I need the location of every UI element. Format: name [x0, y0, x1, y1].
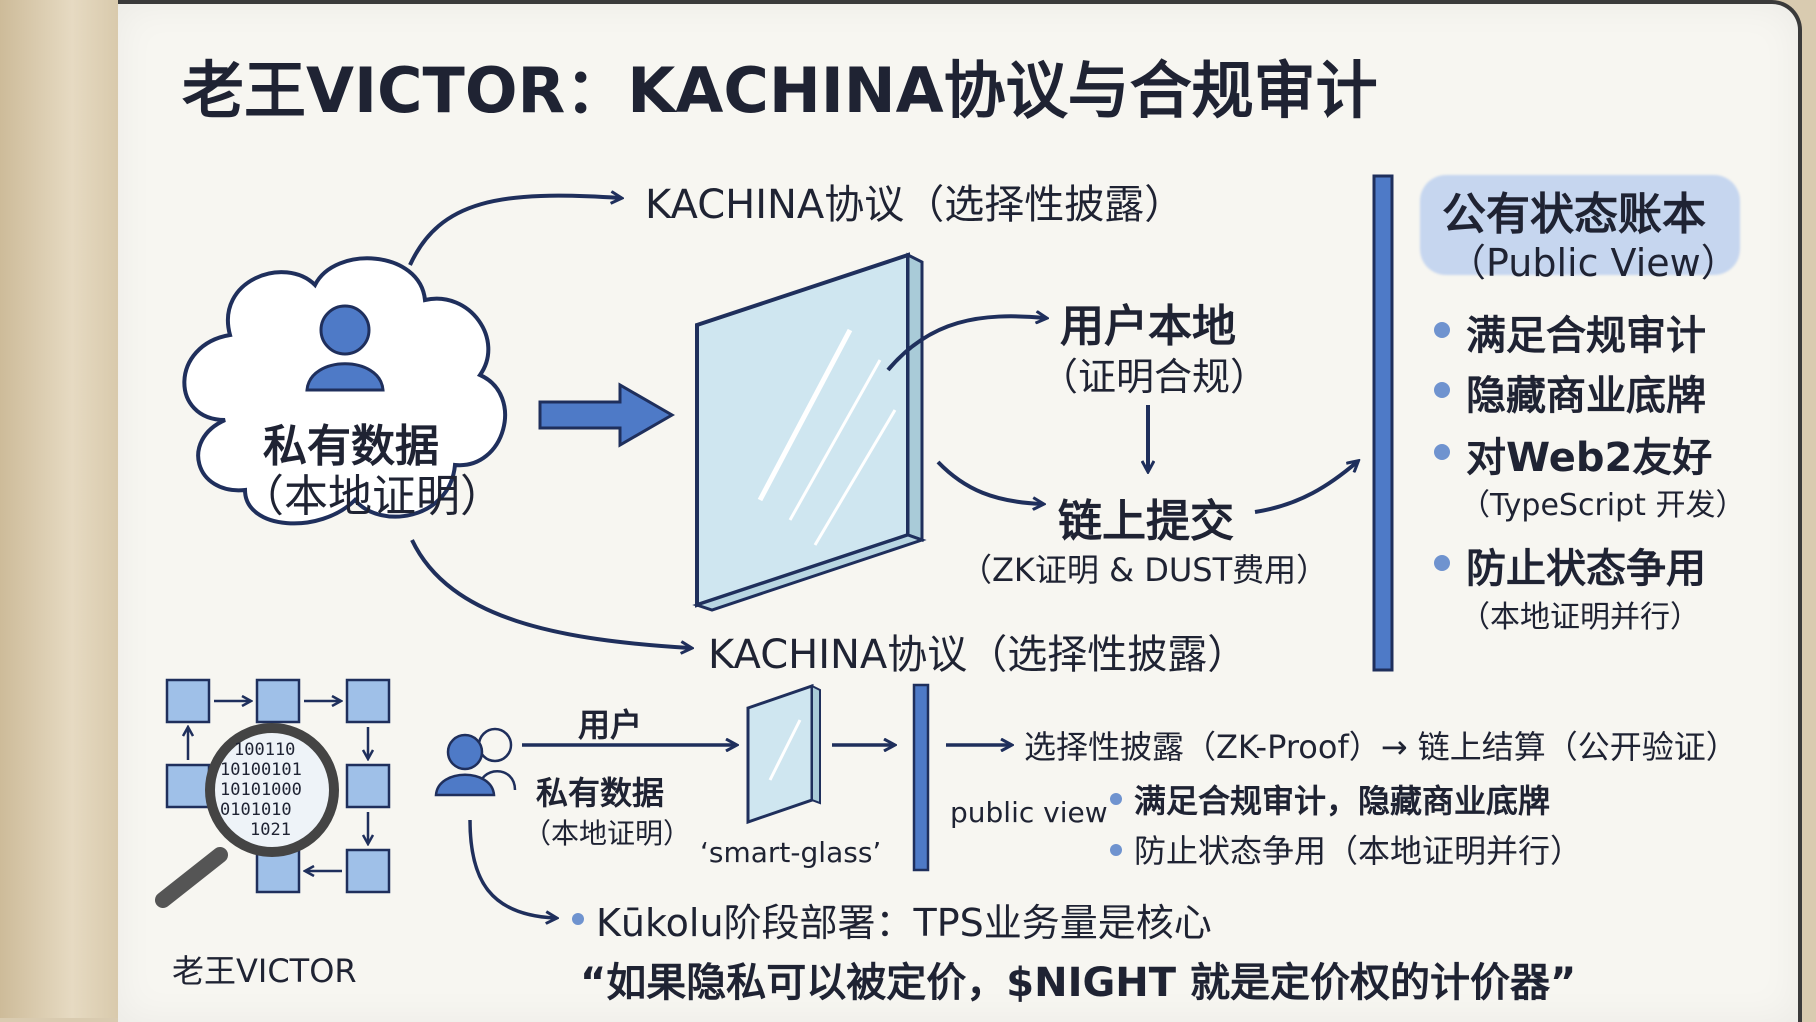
bottom-bullet-dot: [1110, 844, 1122, 856]
flow-text: 选择性披露（ZK-Proof）→ 链上结算（公开验证）: [1024, 728, 1738, 766]
binary-row: 100110: [234, 740, 296, 760]
ledger-item-sub: （本地证明并行）: [1460, 600, 1700, 635]
ledger-title: 公有状态账本: [1442, 189, 1706, 240]
deploy-text: Kūkolu阶段部署：TPS业务量是核心: [596, 901, 1212, 945]
smart-glass-label: ‘smart-glass’: [700, 836, 882, 869]
smart-glass-panel: [746, 683, 821, 825]
binary-row: 0101010: [220, 800, 292, 820]
binary-row: 10101000: [220, 780, 302, 800]
arrow-to-kachina-bottom: [410, 539, 690, 648]
ledger-bullet-dot: [1434, 382, 1450, 398]
private-data-sublabel: （本地证明）: [523, 817, 692, 850]
bottom-bullet: 防止状态争用（本地证明并行）: [1134, 832, 1583, 870]
arrow-to-local: [886, 316, 1045, 372]
ledger-bullet-dot: [1434, 555, 1450, 571]
big-arrow: [538, 382, 676, 448]
local-sublabel: （证明合规）: [1040, 355, 1269, 399]
user-label: 用户: [578, 706, 643, 744]
cloud-label: 私有数据: [263, 421, 439, 472]
kachina-label-top: KACHINA协议（选择性披露）: [645, 182, 1185, 228]
ledger-bar: [1372, 174, 1394, 672]
ledger-subtitle: （Public View）: [1448, 241, 1739, 285]
ledger-title-highlight: [1420, 175, 1740, 275]
binary-row: 10100101: [220, 760, 302, 780]
arrow-to-chain: [936, 460, 1042, 504]
magnifier-binary: 100110 10100101 10101000 0101010 1021: [220, 740, 302, 840]
magnifier-icon: [155, 723, 339, 908]
local-label: 用户本地: [1060, 301, 1236, 352]
author-label: 老王VICTOR: [172, 952, 357, 990]
arrow-to-kachina-top: [408, 196, 620, 266]
block-network: [165, 678, 391, 894]
glass-panel: [692, 252, 927, 612]
ledger-item-sub: （TypeScript 开发）: [1460, 488, 1746, 523]
cloud-sublabel: （本地证明）: [240, 471, 504, 522]
user-group-icon: [434, 727, 517, 797]
ledger-bullet-dot: [1434, 444, 1450, 460]
arrow-to-ledger: [1254, 462, 1357, 514]
ledger-item: 防止状态争用: [1466, 546, 1706, 592]
ledger-item: 隐藏商业底牌: [1466, 373, 1706, 419]
bottom-bullet-dot: [1110, 793, 1122, 805]
private-data-label: 私有数据: [536, 774, 665, 812]
chain-sublabel: （ZK证明 & DUST费用）: [960, 551, 1329, 589]
public-view-bar: [912, 683, 930, 872]
binary-row: 1021: [250, 820, 291, 840]
ledger-item: 对Web2友好: [1466, 435, 1713, 481]
public-view-label: public view: [950, 796, 1108, 829]
ledger-bullet-dot: [1434, 322, 1450, 338]
ledger-item: 满足合规审计: [1466, 313, 1706, 359]
quote-text: “如果隐私可以被定价，$NIGHT 就是定价权的计价器”: [580, 960, 1577, 1006]
bottom-bullet: 满足合规审计，隐藏商业底牌: [1134, 782, 1551, 820]
kachina-label-bottom: KACHINA协议（选择性披露）: [708, 632, 1248, 678]
arrow-user-to-deploy: [468, 819, 555, 918]
deploy-bullet-dot: [572, 913, 584, 925]
person-icon: [305, 304, 385, 392]
notebook-spine: [0, 0, 120, 1018]
page-title: 老王VICTOR：KACHINA协议与合规审计: [182, 54, 1378, 127]
chain-label: 链上提交: [1058, 496, 1234, 547]
